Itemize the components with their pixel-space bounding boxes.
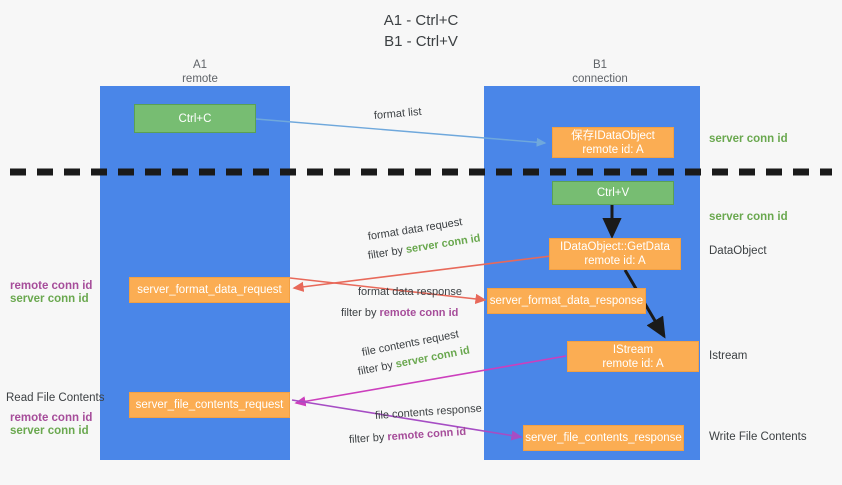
- node-server-file-contents-request-label: server_file_contents_request: [135, 399, 284, 411]
- node-ctrl-c-label: Ctrl+C: [178, 112, 212, 125]
- node-idataobject-getdata[interactable]: IDataObject::GetData remote id: A: [549, 238, 681, 270]
- node-istream-label: IStream: [612, 343, 654, 356]
- node-server-format-data-request-label: server_format_data_request: [137, 284, 282, 296]
- node-server-file-contents-request[interactable]: server_file_contents_request: [129, 392, 290, 418]
- lane-b1-sub: connection: [572, 73, 628, 85]
- caption-format-data-request-filter-pre: filter by: [367, 244, 407, 262]
- caption-format-data-response-filter: filter by remote conn id: [341, 307, 458, 319]
- caption-format-data-response: format data response: [358, 286, 462, 298]
- annotation-read-file-contents: Read File Contents: [6, 392, 105, 404]
- node-istream-remote-id: remote id: A: [602, 357, 664, 370]
- lane-a1-sub: remote: [182, 73, 218, 85]
- node-istream[interactable]: IStream remote id: A: [567, 341, 699, 372]
- node-save-idataobject-label: 保存IDataObject: [571, 129, 655, 142]
- node-server-format-data-response-label: server_format_data_response: [489, 295, 644, 307]
- lane-a1-name: A1: [192, 59, 208, 71]
- node-save-idataobject[interactable]: 保存IDataObject remote id: A: [552, 127, 674, 158]
- node-idataobject-getdata-label: IDataObject::GetData: [560, 241, 670, 253]
- title-line-1: A1 - Ctrl+C: [383, 12, 459, 29]
- node-ctrl-v-label: Ctrl+V: [596, 187, 630, 199]
- node-save-idataobject-remote-id: remote id: A: [582, 143, 644, 156]
- node-ctrl-v[interactable]: Ctrl+V: [552, 181, 674, 205]
- annotation-left-server-conn-id-1: server conn id: [10, 293, 89, 305]
- node-server-format-data-response[interactable]: server_format_data_response: [487, 288, 646, 314]
- caption-file-contents-response-filter: filter by remote conn id: [349, 426, 467, 446]
- caption-format-list: format list: [373, 105, 423, 122]
- caption-file-contents-response-filter-key: remote conn id: [387, 425, 467, 444]
- caption-file-contents-response-filter-pre: filter by: [348, 431, 388, 446]
- diagram-title: A1 - Ctrl+C B1 - Ctrl+V: [0, 10, 842, 52]
- title-line-2: B1 - Ctrl+V: [384, 33, 458, 50]
- node-server-format-data-request[interactable]: server_format_data_request: [129, 277, 290, 303]
- node-idataobject-getdata-remote-id: remote id: A: [584, 255, 646, 267]
- annotation-left-remote-conn-id-2: remote conn id: [10, 412, 93, 424]
- caption-format-data-response-filter-key: remote conn id: [379, 307, 459, 319]
- node-ctrl-c[interactable]: Ctrl+C: [134, 104, 256, 133]
- caption-file-contents-response: file contents response: [374, 402, 483, 422]
- lane-b1-name: B1: [592, 59, 608, 71]
- node-server-file-contents-response-label: server_file_contents_response: [525, 432, 682, 444]
- annotation-istream: Istream: [709, 350, 748, 362]
- annotation-server-conn-id-top: server conn id: [709, 133, 788, 145]
- lane-header-b1: B1 connection: [540, 58, 660, 86]
- lane-header-a1: A1 remote: [140, 58, 260, 86]
- node-server-file-contents-response[interactable]: server_file_contents_response: [523, 425, 684, 451]
- annotation-server-conn-id-mid: server conn id: [709, 211, 788, 223]
- annotation-left-remote-conn-id-1: remote conn id: [10, 280, 93, 292]
- annotation-write-file-contents: Write File Contents: [709, 431, 807, 443]
- caption-file-contents-request-filter-pre: filter by: [356, 358, 397, 378]
- annotation-dataobject: DataObject: [709, 245, 767, 257]
- caption-format-data-request-filter-key: server conn id: [405, 232, 482, 256]
- annotation-left-server-conn-id-2: server conn id: [10, 425, 89, 437]
- caption-format-data-response-filter-pre: filter by: [341, 307, 380, 319]
